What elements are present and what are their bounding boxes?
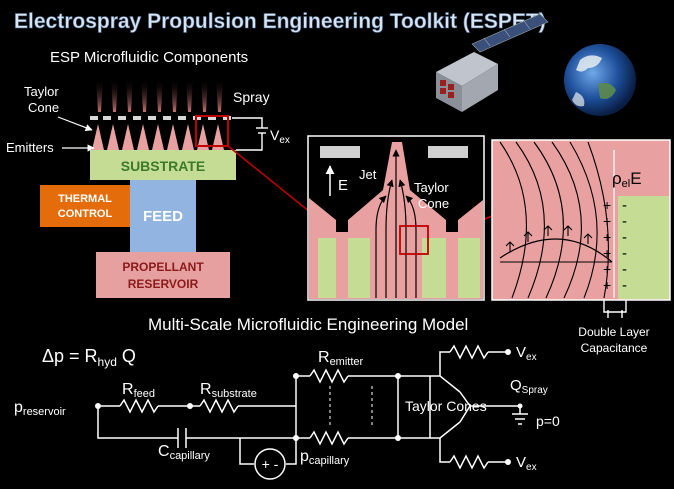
svg-text:-: - [622, 229, 627, 246]
q-spray-label: QSpray [510, 377, 548, 396]
thermal-label-1: THERMAL [58, 193, 112, 205]
jet-label: Jet [359, 167, 377, 182]
substrate-label: SUBSTRATE [121, 158, 206, 174]
svg-text:-: - [622, 277, 627, 294]
zoom1-taylor-label-2: Cone [418, 196, 449, 211]
svg-text:+: + [603, 197, 611, 213]
rho-el-e-label: ρelE [612, 169, 642, 190]
taylor-cones-label: Taylor Cones [405, 398, 487, 414]
components-heading: ESP Microfluidic Components [50, 49, 248, 66]
r-feed-label: Rfeed [122, 381, 155, 400]
zoom-panel-emitter [307, 135, 485, 301]
reservoir-label-1: PROPELLANT [122, 260, 204, 274]
circuit-wiring [97, 344, 528, 470]
svg-text:+: + [603, 229, 611, 245]
zoom1-e-label: E [338, 177, 348, 194]
emitter-cones [92, 124, 224, 150]
svg-text:+: + [603, 245, 611, 261]
thermal-label-2: CONTROL [58, 208, 113, 220]
spray-plumes [96, 78, 223, 112]
vex-label: Vex [270, 127, 290, 146]
substrate-block [90, 150, 236, 180]
taylor-cone-label-2: Cone [28, 100, 59, 115]
p-reservoir-label: preservoir [14, 399, 66, 418]
source-sign: + - [262, 456, 279, 472]
vex-top-label: Vex [516, 344, 537, 363]
pressure-source [254, 448, 286, 480]
svg-text:+: + [603, 213, 611, 229]
bias-wiring [232, 117, 268, 151]
minus-charges: - - - - - - [622, 197, 627, 294]
feed-block [130, 180, 196, 252]
emitter-highlight-box [195, 115, 229, 147]
zoom1-taylor-label-1: Taylor [414, 180, 449, 195]
svg-text:+: + [603, 261, 611, 277]
plus-charges: + + + + + + [603, 197, 611, 293]
hydraulic-equation: Δp = Rhyd Q [42, 346, 136, 369]
emitters-label: Emitters [6, 140, 54, 155]
svg-text:+: + [603, 277, 611, 293]
r-substrate-label: Rsubstrate [200, 381, 257, 400]
page-title: Electrospray Propulsion Engineering Tool… [14, 10, 546, 33]
circuit-dashes [329, 386, 373, 428]
zoom1-connector [227, 145, 311, 213]
r-emitter-label: Remitter [318, 349, 364, 368]
earth-image [564, 44, 636, 116]
svg-text:-: - [622, 245, 627, 262]
reservoir-label-2: RESERVOIR [128, 277, 199, 291]
p-zero-label: p=0 [536, 413, 560, 429]
svg-text:-: - [622, 197, 627, 214]
c-capillary-label: Ccapillary [158, 443, 210, 462]
model-heading: Multi-Scale Microfluidic Engineering Mod… [148, 315, 468, 334]
zoom-panel-double-layer [491, 139, 671, 318]
taylor-cone-pointer [57, 116, 93, 132]
svg-text:-: - [622, 213, 627, 230]
feed-label: FEED [143, 208, 183, 225]
vex-bottom-label: Vex [516, 454, 537, 473]
thermal-control-block [40, 185, 130, 227]
double-layer-label-1: Double Layer [578, 325, 649, 339]
svg-text:-: - [622, 261, 627, 278]
cubesat-image [436, 13, 549, 112]
double-layer-label-2: Capacitance [581, 341, 648, 355]
propellant-reservoir-block [96, 252, 230, 298]
p-capillary-label: pcapillary [300, 448, 350, 467]
spray-label: Spray [233, 89, 270, 105]
taylor-cone-label-1: Taylor [24, 84, 59, 99]
circuit-nodes [95, 349, 523, 465]
